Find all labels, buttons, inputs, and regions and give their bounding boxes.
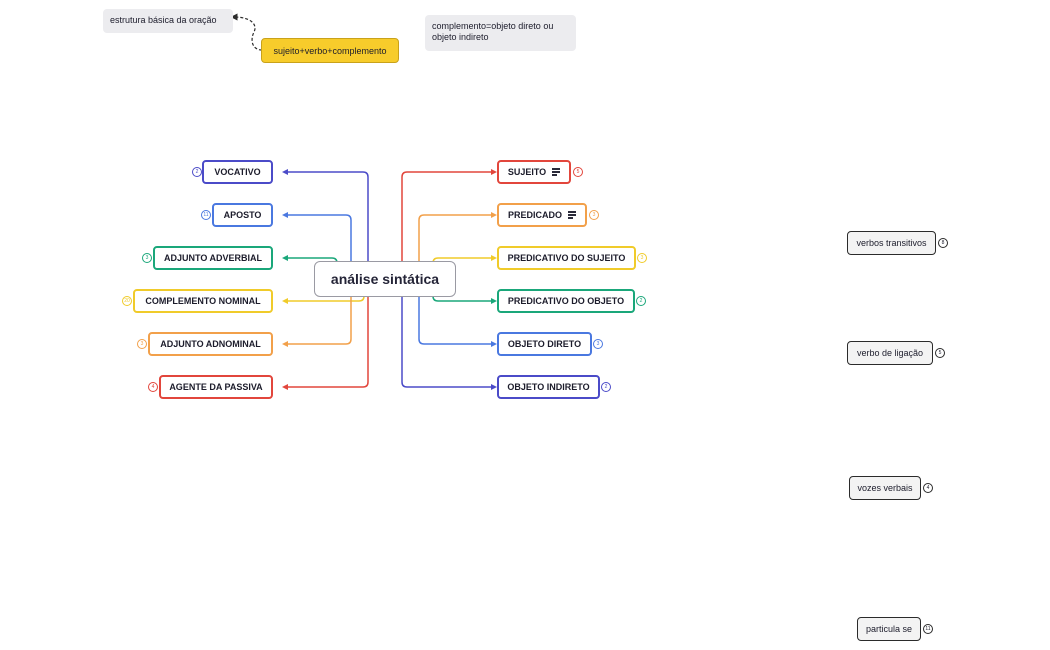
note-complemento[interactable]: complemento=objeto direto ou objeto indi…	[425, 15, 576, 51]
collapse-badge-particula-se[interactable]: 11	[923, 624, 933, 634]
arrowhead-adjunto-adnominal	[282, 341, 288, 347]
connector-adjunto-adnominal	[286, 279, 352, 345]
branch-complemento-nominal[interactable]: COMPLEMENTO NOMINAL	[133, 289, 273, 313]
notes-icon[interactable]	[552, 167, 561, 178]
collapse-badge-predicativo-do-objeto[interactable]: 2	[636, 296, 646, 306]
connector-predicado	[418, 214, 493, 279]
collapse-badge-predicativo-do-sujeito[interactable]: 3	[637, 253, 647, 263]
branch-agente-da-passiva[interactable]: AGENTE DA PASSIVA	[159, 375, 273, 399]
connector-agente-da-passiva	[286, 279, 369, 388]
floating-topic-vozes-verbais[interactable]: vozes verbais	[849, 476, 921, 500]
arrowhead-adjunto-adverbial	[282, 255, 288, 261]
branch-sujeito-label: SUJEITO	[507, 167, 547, 177]
branch-predicativo-do-objeto-label: PREDICATIVO DO OBJETO	[507, 296, 625, 306]
collapse-badge-aposto[interactable]: 11	[201, 210, 211, 220]
floating-topic-vozes-verbais-label: vozes verbais	[857, 483, 913, 493]
branch-adjunto-adnominal-label: ADJUNTO ADNOMINAL	[160, 339, 261, 349]
central-topic[interactable]: análise sintática	[314, 261, 456, 297]
branch-aposto[interactable]: APOSTO	[212, 203, 273, 227]
topic-sujeito-verbo-complemento[interactable]: sujeito+verbo+complemento	[261, 38, 399, 63]
floating-topic-verbos-transitivos[interactable]: verbos transitivos	[847, 231, 936, 255]
collapse-badge-sujeito[interactable]: 5	[573, 167, 583, 177]
floating-topic-particula-se[interactable]: particula se	[857, 617, 921, 641]
connector-objeto-indireto	[401, 279, 493, 388]
branch-predicativo-do-objeto[interactable]: PREDICATIVO DO OBJETO	[497, 289, 635, 313]
collapse-badge-objeto-indireto[interactable]: 2	[601, 382, 611, 392]
collapse-badge-vozes-verbais[interactable]: 4	[923, 483, 933, 493]
collapse-badge-adjunto-adnominal[interactable]: 3	[137, 339, 147, 349]
branch-objeto-direto-label: OBJETO DIRETO	[507, 339, 582, 349]
collapse-badge-vocativo[interactable]: 2	[192, 167, 202, 177]
arrowhead-complemento-nominal	[282, 298, 288, 304]
branch-adjunto-adverbial-label: ADJUNTO ADVERBIAL	[163, 253, 262, 263]
branch-objeto-direto[interactable]: OBJETO DIRETO	[497, 332, 592, 356]
collapse-badge-complemento-nominal[interactable]: 20	[122, 296, 132, 306]
floating-topic-verbos-transitivos-label: verbos transitivos	[856, 238, 927, 248]
arrowhead-vocativo	[282, 169, 288, 175]
notes-icon[interactable]	[568, 210, 576, 221]
collapse-badge-adjunto-adverbial[interactable]: 3	[142, 253, 152, 263]
collapse-badge-predicado[interactable]: 3	[589, 210, 599, 220]
branch-objeto-indireto[interactable]: OBJETO INDIRETO	[497, 375, 600, 399]
collapse-badge-verbos-transitivos[interactable]: 8	[938, 238, 948, 248]
branch-predicativo-do-sujeito-label: PREDICATIVO DO SUJEITO	[507, 253, 626, 263]
arrowhead-predicativo-do-objeto	[491, 298, 497, 304]
branch-predicado-label: PREDICADO	[507, 210, 562, 220]
note-complemento-text: complemento=objeto direto ou objeto indi…	[432, 21, 554, 42]
floating-topic-verbo-de-ligacao-label: verbo de ligação	[856, 348, 924, 358]
arrowhead-predicativo-do-sujeito	[491, 255, 497, 261]
arrowhead-agente-da-passiva	[282, 384, 288, 390]
branch-aposto-label: APOSTO	[223, 210, 262, 220]
topic-sujeito-verbo-complemento-text: sujeito+verbo+complemento	[273, 45, 387, 56]
connector-sujeito	[401, 171, 493, 279]
branch-predicado[interactable]: PREDICADO	[497, 203, 587, 227]
branch-vocativo[interactable]: VOCATIVO	[202, 160, 273, 184]
branch-vocativo-label: VOCATIVO	[214, 167, 261, 177]
arrowhead-aposto	[282, 212, 288, 218]
note-estrutura[interactable]: estrutura básica da oração	[103, 9, 233, 33]
central-topic-label: análise sintática	[330, 271, 440, 287]
collapse-badge-objeto-direto[interactable]: 3	[593, 339, 603, 349]
branch-adjunto-adverbial[interactable]: ADJUNTO ADVERBIAL	[153, 246, 273, 270]
branch-complemento-nominal-label: COMPLEMENTO NOMINAL	[145, 296, 261, 306]
connector-objeto-direto	[418, 279, 493, 345]
branch-objeto-indireto-label: OBJETO INDIRETO	[507, 382, 590, 392]
collapse-badge-agente-da-passiva[interactable]: 4	[148, 382, 158, 392]
relationship-connector	[230, 13, 263, 51]
connector-aposto	[286, 214, 352, 279]
branch-predicativo-do-sujeito[interactable]: PREDICATIVO DO SUJEITO	[497, 246, 636, 270]
connector-vocativo	[286, 171, 369, 279]
arrowhead-objeto-direto	[491, 341, 497, 347]
floating-topic-particula-se-label: particula se	[865, 624, 913, 634]
floating-topic-verbo-de-ligacao[interactable]: verbo de ligação	[847, 341, 933, 365]
arrowhead-objeto-indireto	[491, 384, 497, 390]
arrowhead-sujeito	[491, 169, 497, 175]
collapse-badge-verbo-de-ligacao[interactable]: 5	[935, 348, 945, 358]
branch-agente-da-passiva-label: AGENTE DA PASSIVA	[169, 382, 263, 392]
arrowhead-predicado	[491, 212, 497, 218]
note-estrutura-text: estrutura básica da oração	[110, 15, 217, 25]
branch-sujeito[interactable]: SUJEITO	[497, 160, 571, 184]
branch-adjunto-adnominal[interactable]: ADJUNTO ADNOMINAL	[148, 332, 273, 356]
